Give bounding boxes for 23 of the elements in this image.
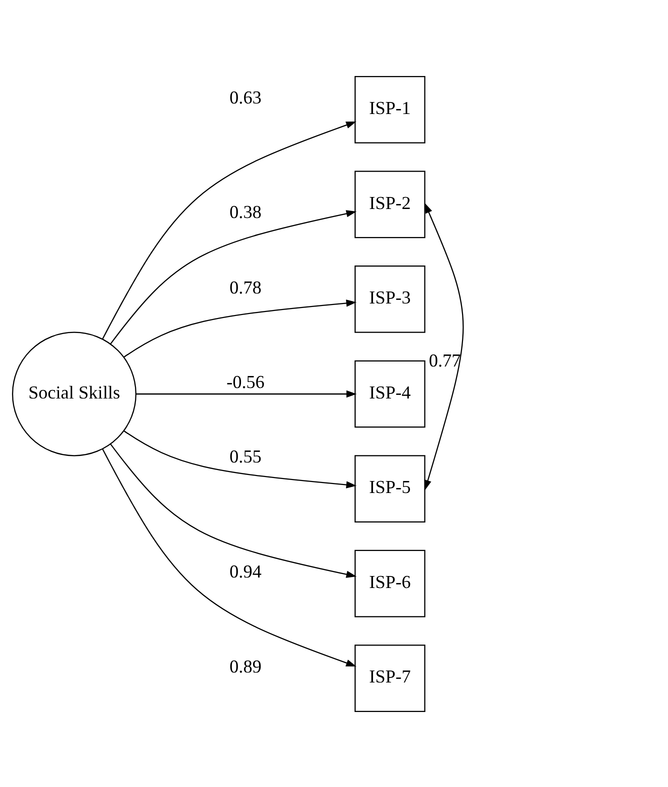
arrow xyxy=(102,121,356,339)
arrow xyxy=(124,430,357,488)
node-box: ISP-7 xyxy=(354,644,426,712)
arrow xyxy=(424,202,464,490)
node-box: ISP-1 xyxy=(354,76,426,143)
node-box: ISP-5 xyxy=(354,454,426,522)
edge-label: 0.38 xyxy=(230,201,262,222)
node-circle: Social Skills xyxy=(12,331,136,456)
arrow xyxy=(110,443,357,578)
node-box: ISP-4 xyxy=(354,360,426,428)
node-box: ISP-6 xyxy=(354,549,426,617)
arrow xyxy=(136,390,357,398)
edge-label: 0.94 xyxy=(230,561,262,582)
arrow xyxy=(102,448,356,666)
edge-label: 0.78 xyxy=(230,276,262,297)
arrow xyxy=(110,210,357,344)
edge-label: 0.63 xyxy=(230,87,262,108)
edge-label: 0.89 xyxy=(230,656,262,676)
node-box: ISP-3 xyxy=(354,265,426,332)
edge-label: -0.56 xyxy=(226,372,265,392)
arrow xyxy=(124,299,357,357)
node-box: ISP-2 xyxy=(354,170,426,238)
edge-label: 0.55 xyxy=(230,446,262,466)
